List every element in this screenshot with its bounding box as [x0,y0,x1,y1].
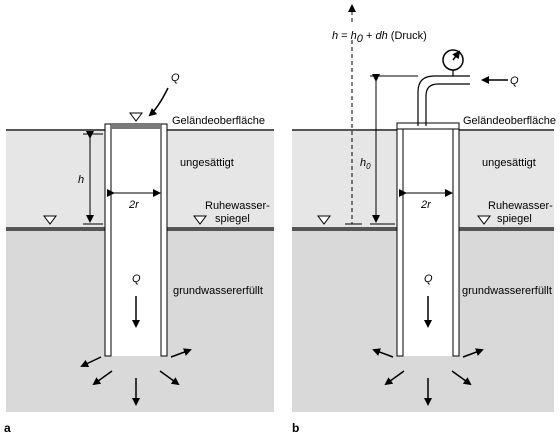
outflow-arrow-b-1 [372,348,394,358]
well-wall-right-a [160,123,168,357]
surface-label-a: Geländeoberfläche [172,115,265,127]
water-table-label-b-2: spiegel [497,213,532,225]
q-inflow-arrow-a [148,87,169,117]
outflow-arrow-a-4 [159,370,180,386]
panel-a: Q h 2r Q Geländeoberfläche ungesättigt R… [4,72,274,435]
well-wall-left-a [104,123,112,357]
diameter-label-b: 2r [420,199,432,211]
surface-label-b: Geländeoberfläche [463,115,556,127]
unsaturated-label-b: ungesättigt [482,157,536,169]
diameter-label-a: 2r [128,199,140,211]
well-seal-a [111,123,161,129]
outflow-arrow-a-5 [170,348,192,358]
outflow-arrow-a-2 [92,370,113,386]
panel-letter-a: a [4,421,11,435]
outflow-arrow-b-2 [384,370,405,386]
h-label-a: h [78,174,84,186]
inflow-pipe-inner-b [425,83,470,126]
outflow-arrow-b-5 [462,348,484,358]
q-inner-label-a: Q [132,273,141,285]
inflow-pipe-outer-b [417,75,470,126]
water-table-triangle-right-a [193,215,207,225]
q-pipe-label-b: Q [510,75,519,87]
q-top-label-a: Q [171,72,180,84]
unsaturated-label-a: ungesättigt [180,157,234,169]
saturated-label-b: grundwassererfüllt [462,285,552,297]
panel-letter-b: b [292,421,299,435]
q-inner-label-b: Q [424,273,433,285]
water-table-label-a-2: spiegel [215,213,250,225]
water-level-triangle-top-a [129,112,143,122]
water-table-label-a-1: Ruhewasser- [205,200,270,212]
outflow-arrow-b-4 [451,370,472,386]
water-table-label-b-1: Ruhewasser- [488,200,553,212]
water-table-triangle-left-b [317,215,331,225]
panel-b: Q h = h0 + dh (Druck) h0 2r Q Geländeob [292,4,556,435]
pressure-gauge-needle [452,50,461,61]
well-cap-b [396,122,460,130]
outflow-arrow-a-1 [80,356,102,368]
well-wall-right-b [452,123,460,357]
h0-label-b: h0 [360,157,371,171]
h-formula-b: h = h0 + dh (Druck) [332,30,427,45]
water-table-triangle-right-b [477,215,491,225]
saturated-label-a: grundwassererfüllt [173,285,263,297]
well-wall-left-b [396,123,404,357]
water-table-triangle-left-a [43,215,57,225]
